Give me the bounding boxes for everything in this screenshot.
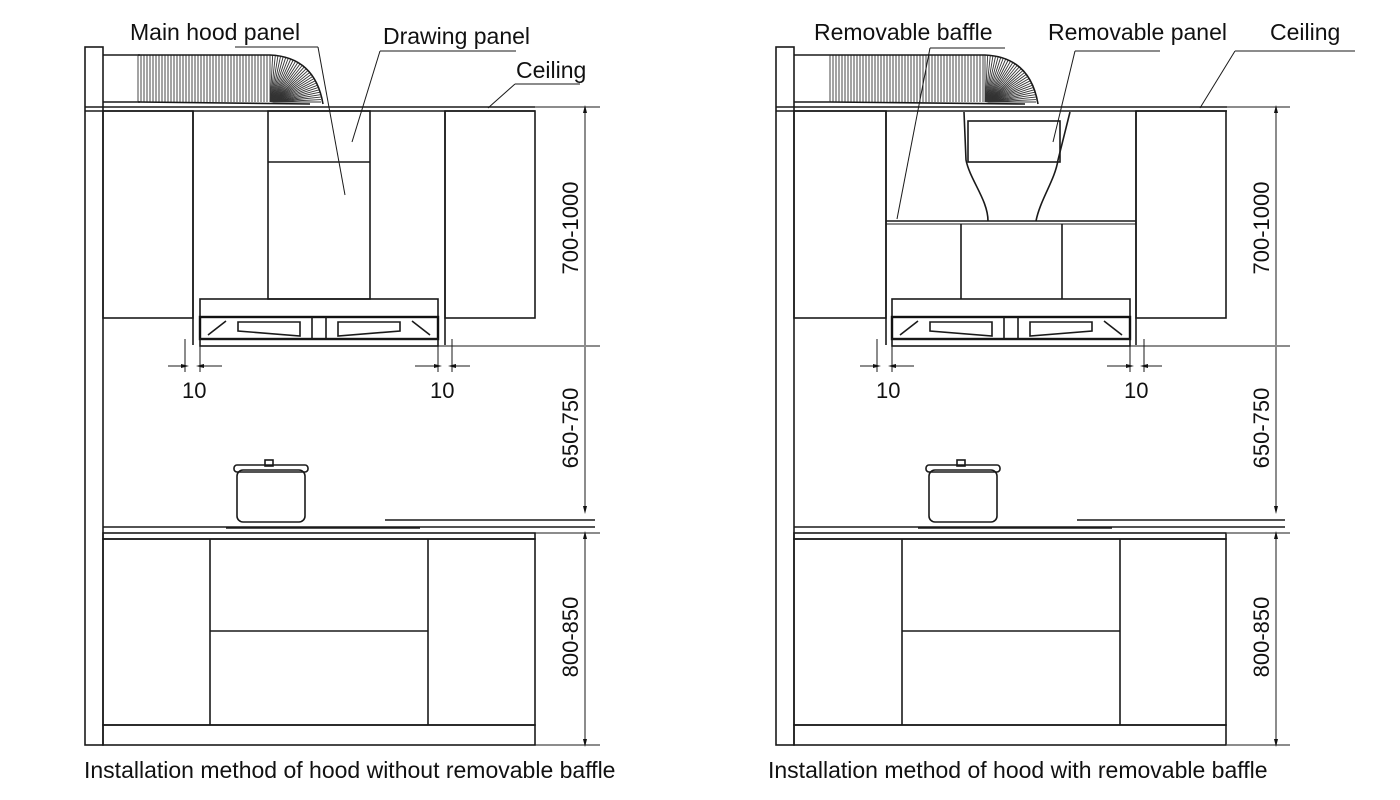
label-ceiling: Ceiling <box>1270 19 1340 45</box>
removable-panel-cutout <box>963 111 989 222</box>
wall <box>775 46 795 746</box>
pot-on-stove <box>918 459 1285 529</box>
wall <box>84 46 104 746</box>
gap-left-label: 10 <box>182 378 206 403</box>
upper-cabinet-left <box>102 110 194 319</box>
pot-on-stove <box>226 459 595 529</box>
diagram-left: 10 10 700-1000 650-750 800-850 Main hood <box>84 19 615 783</box>
lower-cabinet <box>793 538 1227 726</box>
range-hood <box>890 298 1132 347</box>
upper-cabinet-right <box>444 110 536 319</box>
dim-lower: 800-850 <box>558 597 583 678</box>
caption-left: Installation method of hood without remo… <box>84 757 615 783</box>
duct-adapter <box>967 120 1061 163</box>
flexible-duct <box>103 54 324 105</box>
lower-cabinet <box>102 538 536 726</box>
dim-lower: 800-850 <box>1249 597 1274 678</box>
label-drawing-panel: Drawing panel <box>383 23 530 49</box>
dim-middle: 650-750 <box>1249 388 1274 469</box>
drawing-panel <box>267 110 371 300</box>
label-main-hood-panel: Main hood panel <box>130 19 300 45</box>
caption-right: Installation method of hood with removab… <box>768 757 1268 783</box>
upper-cabinet-left <box>793 110 887 319</box>
label-ceiling: Ceiling <box>516 57 586 83</box>
diagram-right: 10 10 700-1000 650-750 800-850 Removable… <box>768 19 1355 783</box>
range-hood <box>198 298 440 347</box>
flexible-duct <box>794 54 1039 105</box>
gap-right-label: 10 <box>1124 378 1148 403</box>
label-removable-panel: Removable panel <box>1048 19 1227 45</box>
upper-cabinet-right <box>1135 110 1227 319</box>
gap-left-label: 10 <box>876 378 900 403</box>
label-removable-baffle: Removable baffle <box>814 19 993 45</box>
dim-upper: 700-1000 <box>558 182 583 275</box>
gap-right-label: 10 <box>430 378 454 403</box>
dim-upper: 700-1000 <box>1249 182 1274 275</box>
dim-middle: 650-750 <box>558 388 583 469</box>
